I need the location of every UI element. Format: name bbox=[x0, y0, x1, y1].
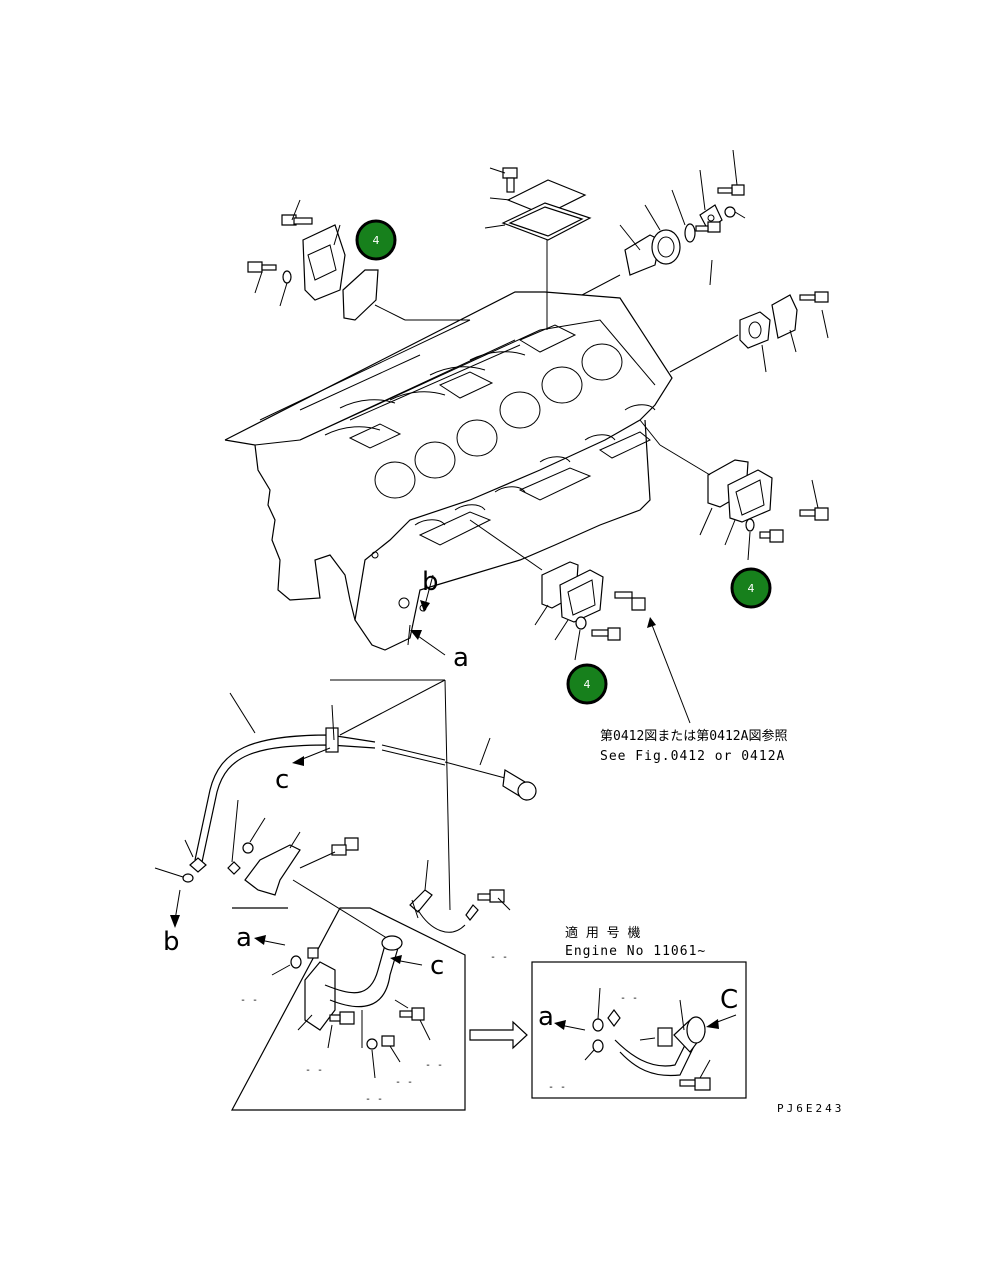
view-arrows-block bbox=[407, 574, 446, 656]
view-label-a-right-box: a bbox=[538, 1002, 554, 1032]
dash-label: - - bbox=[490, 952, 508, 963]
right-small-cover-group bbox=[669, 291, 829, 373]
callout-badge: 4 bbox=[566, 663, 608, 705]
view-label-b-block: b bbox=[422, 567, 439, 597]
dash-label: - - bbox=[365, 1094, 383, 1105]
dash-label: - - bbox=[425, 1060, 443, 1071]
upper-left-cover-group bbox=[247, 199, 470, 321]
detail-box-right bbox=[531, 961, 747, 1099]
callout-badge: 4 bbox=[355, 219, 397, 261]
dash-label: - - bbox=[395, 1077, 413, 1088]
upper-right-flange-group bbox=[581, 149, 746, 296]
badge-label: 4 bbox=[748, 582, 755, 595]
badge-label: 4 bbox=[584, 678, 591, 691]
view-label-c-right-box: C bbox=[720, 985, 738, 1015]
callout-badge: 4 bbox=[730, 567, 772, 609]
badge-label: 4 bbox=[373, 234, 380, 247]
reference-arrowhead bbox=[647, 617, 656, 628]
drawing-code: PJ6E243 bbox=[777, 1102, 844, 1115]
dash-label: - - bbox=[620, 993, 638, 1004]
view-label-c-left-box: c bbox=[430, 951, 444, 981]
right-mid-cover-group bbox=[639, 419, 829, 561]
dash-label: - - bbox=[548, 1082, 566, 1093]
dash-label: - - bbox=[305, 1065, 323, 1076]
view-c-arrowhead bbox=[292, 756, 304, 766]
detail-box-left bbox=[230, 907, 466, 1111]
top-cover-group bbox=[484, 167, 592, 330]
lower-mid-cover-group bbox=[469, 519, 646, 661]
view-label-b-dipstick: b bbox=[163, 927, 180, 957]
view-label-c-dipstick: c bbox=[275, 765, 289, 795]
reference-leader bbox=[651, 624, 691, 724]
engine-block bbox=[224, 291, 673, 651]
applicability-jp: 適 用 号 機 bbox=[565, 925, 640, 941]
view-c-leader bbox=[299, 747, 331, 761]
view-label-a-left-box: a bbox=[236, 923, 252, 953]
reference-note-jp: 第0412図または第0412A図参照 bbox=[600, 728, 787, 744]
applicability-engine-no: Engine No 11061~ bbox=[565, 944, 706, 959]
dipstick-assembly bbox=[154, 679, 537, 941]
dash-label: - - bbox=[240, 995, 258, 1006]
transition-arrow bbox=[469, 1020, 528, 1050]
reference-note-en: See Fig.0412 or 0412A bbox=[600, 749, 785, 764]
view-label-a-block: a bbox=[453, 643, 469, 673]
